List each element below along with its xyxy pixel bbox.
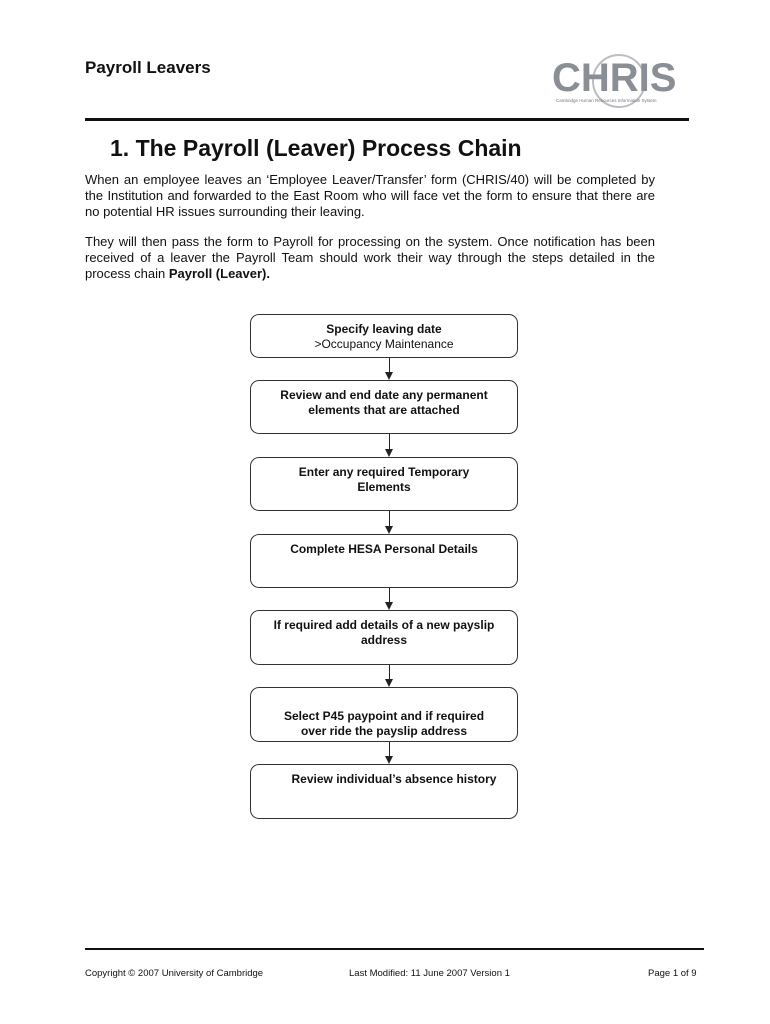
- flow-step-3: Enter any required Temporary Elements: [250, 457, 518, 511]
- flow-step-6: Select P45 paypoint and if required over…: [250, 687, 518, 742]
- flow-arrow-6: [389, 742, 390, 756]
- arrow-down-icon: [385, 372, 393, 380]
- flow-step-1-subtitle: >Occupancy Maintenance: [314, 337, 454, 351]
- flow-step-5: If required add details of a new payslip…: [250, 610, 518, 665]
- footer-copyright: Copyright © 2007 University of Cambridge: [85, 968, 264, 979]
- flow-step-7-line1: Review individual’s absence history: [291, 772, 497, 786]
- paragraph-intro: When an employee leaves an ‘Employee Lea…: [85, 172, 655, 219]
- arrow-down-icon: [385, 449, 393, 457]
- flow-arrow-5: [389, 665, 390, 679]
- arrow-down-icon: [385, 602, 393, 610]
- arrow-down-icon: [385, 756, 393, 764]
- flow-step-5-line2: address: [360, 633, 408, 647]
- logo-circle-icon: [592, 54, 646, 108]
- paragraph-payroll-bold: Payroll (Leaver).: [168, 266, 270, 281]
- paragraph-payroll: They will then pass the form to Payroll …: [85, 234, 655, 282]
- flow-arrow-4: [389, 588, 390, 602]
- footer-divider: [85, 948, 704, 950]
- flow-step-4: Complete HESA Personal Details: [250, 534, 518, 588]
- flow-step-1-title: Specify leaving date: [326, 322, 442, 336]
- flow-step-2-line2: elements that are attached: [308, 403, 460, 417]
- flow-step-2-line1: Review and end date any permanent: [280, 388, 488, 402]
- flow-arrow-1: [389, 358, 390, 372]
- footer-last-modified: Last Modified: 11 June 2007 Version 1: [349, 968, 510, 979]
- flow-step-6-line2: over ride the payslip address: [300, 724, 468, 738]
- flow-step-5-line1: If required add details of a new payslip: [273, 618, 495, 632]
- document-header-title: Payroll Leavers: [85, 58, 211, 77]
- flow-step-2: Review and end date any permanent elemen…: [250, 380, 518, 434]
- section-title: 1. The Payroll (Leaver) Process Chain: [110, 135, 522, 161]
- arrow-down-icon: [385, 679, 393, 687]
- flow-step-1: Specify leaving date >Occupancy Maintena…: [250, 314, 518, 358]
- flow-step-7: Review individual’s absence history: [250, 764, 518, 819]
- flow-step-3-line2: Elements: [357, 480, 411, 494]
- logo-text: CHRIS: [552, 56, 677, 100]
- flow-arrow-2: [389, 434, 390, 449]
- flow-step-3-line1: Enter any required Temporary: [298, 465, 470, 479]
- chris-logo: CHRIS Cambridge Human Resources Informat…: [552, 54, 676, 108]
- logo-subtext: Cambridge Human Resources Information Sy…: [556, 98, 657, 103]
- paragraph-payroll-text: They will then pass the form to Payroll …: [85, 234, 655, 281]
- flow-step-4-line1: Complete HESA Personal Details: [290, 542, 478, 556]
- flow-step-6-line1: Select P45 paypoint and if required: [283, 709, 485, 723]
- header-divider: [85, 118, 689, 121]
- footer-page-number: Page 1 of 9: [648, 968, 697, 979]
- flow-arrow-3: [389, 511, 390, 526]
- arrow-down-icon: [385, 526, 393, 534]
